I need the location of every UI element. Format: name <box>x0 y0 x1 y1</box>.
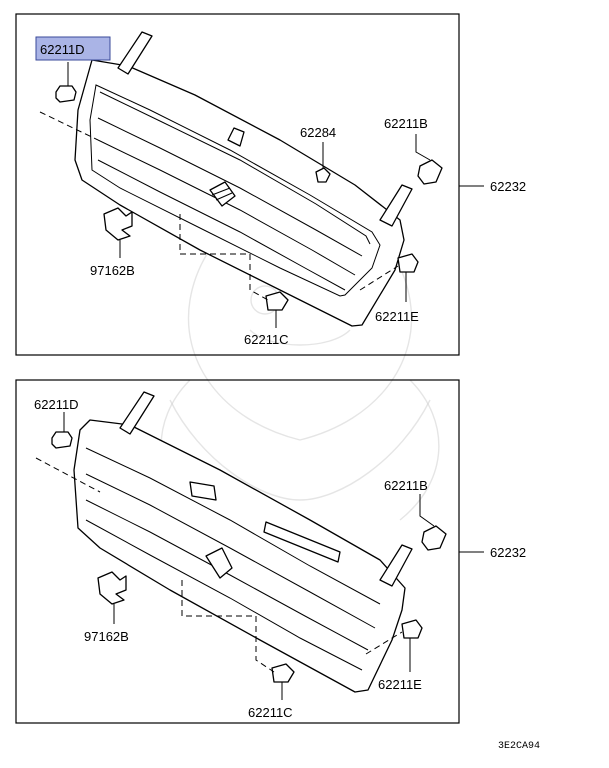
top-label-62232[interactable]: 62232 <box>490 179 526 194</box>
top-label-62211e[interactable]: 62211E <box>375 309 419 324</box>
top-label-62284[interactable]: 62284 <box>300 125 336 140</box>
top-bolt <box>315 167 331 183</box>
bottom-dash-d <box>35 457 101 493</box>
top-grille-upper-bracket <box>117 31 153 75</box>
bottom-clip-e <box>401 619 423 639</box>
top-emblem <box>103 207 133 241</box>
top-clip-e <box>397 253 419 273</box>
bottom-grille <box>73 391 413 693</box>
bottom-clip-b <box>421 525 447 551</box>
bottom-dash-c <box>181 580 275 673</box>
bottom-label-97162b[interactable]: 97162B <box>84 629 129 644</box>
bottom-leader-b <box>419 494 435 527</box>
bottom-label-62211b[interactable]: 62211B <box>384 478 428 493</box>
bottom-grille-upper-bracket <box>119 391 155 435</box>
top-label-97162b[interactable]: 97162B <box>90 263 135 278</box>
bottom-label-62211e[interactable]: 62211E <box>378 677 422 692</box>
bottom-grille-right-bracket <box>379 544 413 587</box>
top-label-62211b[interactable]: 62211B <box>384 116 428 131</box>
top-label-62211c[interactable]: 62211C <box>244 332 289 347</box>
bottom-dash-e <box>365 631 403 655</box>
top-grille-right-bracket <box>379 184 413 227</box>
bottom-label-62232[interactable]: 62232 <box>490 545 526 560</box>
top-clip-b <box>417 159 443 185</box>
top-label-62211d[interactable]: 62211D <box>40 42 85 57</box>
top-dash-e <box>359 265 399 291</box>
top-panel-frame <box>15 13 460 356</box>
top-grille <box>74 31 413 327</box>
top-dash-c <box>179 214 269 301</box>
top-dash-d <box>39 111 99 141</box>
bottom-label-62211c[interactable]: 62211C <box>248 705 293 720</box>
top-clip-c <box>265 291 289 311</box>
top-highlight-box <box>35 36 111 61</box>
bottom-clip-c <box>271 663 295 683</box>
top-clip-d <box>55 85 77 103</box>
diagram-code: 3E2CA94 <box>498 741 540 752</box>
bottom-emblem <box>97 571 127 605</box>
bottom-label-62211d[interactable]: 62211D <box>34 397 79 412</box>
bottom-clip-d <box>51 431 73 449</box>
top-leader-b <box>415 134 431 161</box>
